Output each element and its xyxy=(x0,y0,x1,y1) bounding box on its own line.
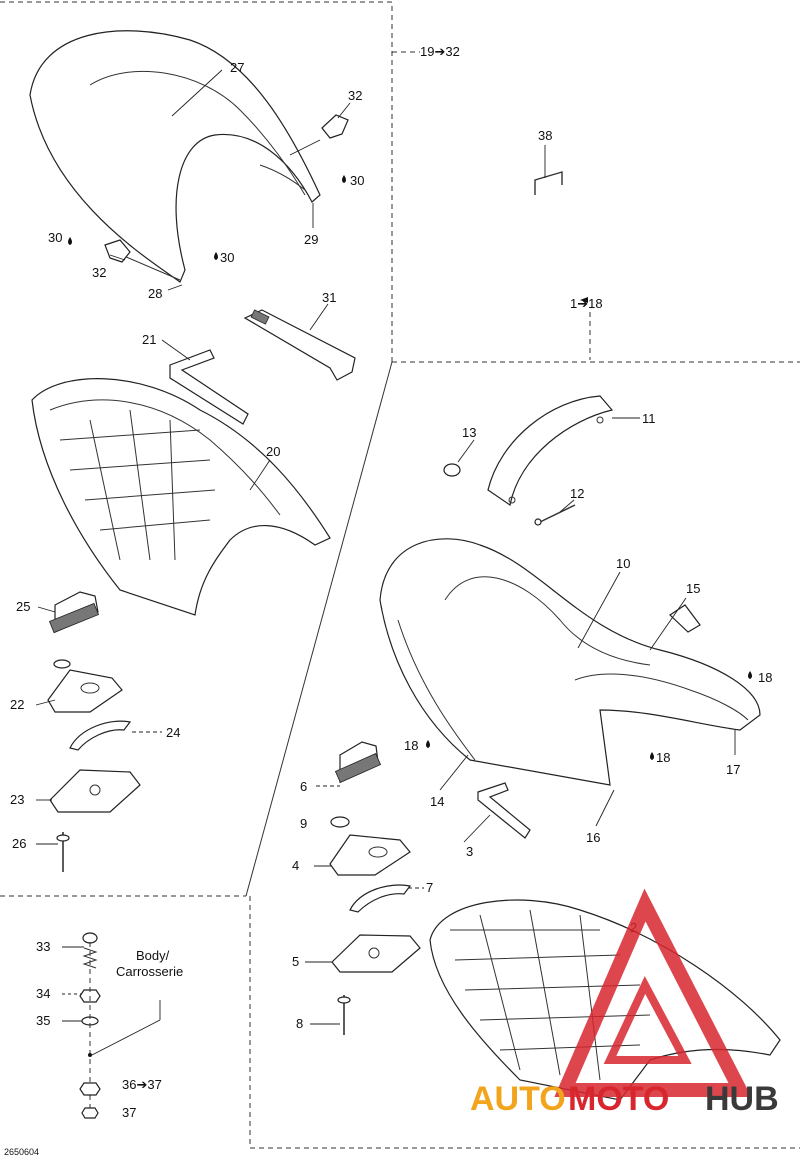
body-label-1: Body/ xyxy=(136,948,170,963)
group-label-upper: 19➔32 xyxy=(420,44,460,59)
part-6-latch xyxy=(334,741,382,783)
part-26-pin xyxy=(56,832,70,872)
part-38-bracket xyxy=(534,171,563,195)
label-30-top: 30 xyxy=(350,173,364,188)
label-7: 7 xyxy=(426,880,433,895)
label-22: 22 xyxy=(10,697,24,712)
label-15: 15 xyxy=(686,581,700,596)
watermark-hub: HUB xyxy=(705,1080,779,1118)
drop-icon xyxy=(748,671,752,679)
label-31: 31 xyxy=(322,290,336,305)
label-38: 38 xyxy=(538,128,552,143)
label-24: 24 xyxy=(166,725,180,740)
part-25-latch xyxy=(48,591,100,634)
label-6: 6 xyxy=(300,779,307,794)
fastener-stack xyxy=(79,932,101,1120)
drop-icon xyxy=(426,740,430,748)
label-33: 33 xyxy=(36,939,50,954)
diagram-code: 2650604 xyxy=(4,1147,39,1157)
label-27: 27 xyxy=(230,60,244,75)
label-36-37: 36➔37 xyxy=(122,1077,162,1092)
label-18-right: 18 xyxy=(758,670,772,685)
part-31-strip xyxy=(243,309,356,381)
part-8-pin xyxy=(337,995,351,1035)
label-34: 34 xyxy=(36,986,50,1001)
watermark-moto: MOTO xyxy=(568,1080,669,1118)
drop-markers xyxy=(68,175,752,760)
label-32-left: 32 xyxy=(92,265,106,280)
part-32-clip xyxy=(321,114,349,139)
part-21-key xyxy=(169,349,249,425)
label-18-mid: 18 xyxy=(656,750,670,765)
part-20-seat-base xyxy=(31,378,331,616)
watermark-auto: AUTO xyxy=(470,1080,566,1118)
label-37: 37 xyxy=(122,1105,136,1120)
part-23-base xyxy=(49,769,141,813)
part-11-handle xyxy=(487,395,614,507)
part-labels: 19➔32 1➔18 27 32 30 29 30 30 32 28 38 31… xyxy=(4,44,772,1157)
part-27-seat-cover xyxy=(29,30,321,283)
label-3: 3 xyxy=(466,844,473,859)
label-5: 5 xyxy=(292,954,299,969)
label-29: 29 xyxy=(304,232,318,247)
label-35: 35 xyxy=(36,1013,50,1028)
part-13-bushing xyxy=(443,463,461,477)
leader-lines xyxy=(35,69,736,1056)
part-9-washer xyxy=(330,816,350,828)
label-8: 8 xyxy=(296,1016,303,1031)
part-4-plate xyxy=(329,834,411,876)
label-12: 12 xyxy=(570,486,584,501)
label-4: 4 xyxy=(292,858,299,873)
part-5-base xyxy=(331,934,421,973)
label-9: 9 xyxy=(300,816,307,831)
label-30-left: 30 xyxy=(48,230,62,245)
label-32: 32 xyxy=(348,88,362,103)
part-24-gasket xyxy=(69,720,132,751)
label-13: 13 xyxy=(462,425,476,440)
drop-icon xyxy=(68,237,72,245)
label-11: 11 xyxy=(642,411,656,426)
label-30-mid: 30 xyxy=(220,250,234,265)
label-21: 21 xyxy=(142,332,156,347)
label-25: 25 xyxy=(16,599,30,614)
drop-icon xyxy=(214,252,218,260)
label-23: 23 xyxy=(10,792,24,807)
part-22-plate xyxy=(47,659,123,713)
label-14: 14 xyxy=(430,794,444,809)
label-17: 17 xyxy=(726,762,740,777)
part-7-gasket xyxy=(349,884,412,913)
label-18-left: 18 xyxy=(404,738,418,753)
part-10-seat xyxy=(379,538,761,786)
label-20: 20 xyxy=(266,444,280,459)
label-28: 28 xyxy=(148,286,162,301)
label-26: 26 xyxy=(12,836,26,851)
drop-icon xyxy=(650,752,654,760)
part-3-key xyxy=(477,782,531,839)
body-label-2: Carrosserie xyxy=(116,964,183,979)
watermark-logo: AUTO MOTO HUB xyxy=(470,888,779,1118)
group-label-lower: 1➔18 xyxy=(570,296,603,311)
label-16: 16 xyxy=(586,830,600,845)
drop-icon xyxy=(342,175,346,183)
part-32-clip-left xyxy=(104,239,131,263)
arrow-icon xyxy=(580,297,588,303)
part-12-screw xyxy=(534,504,576,526)
part-15-clip xyxy=(669,604,701,633)
label-10: 10 xyxy=(616,556,630,571)
